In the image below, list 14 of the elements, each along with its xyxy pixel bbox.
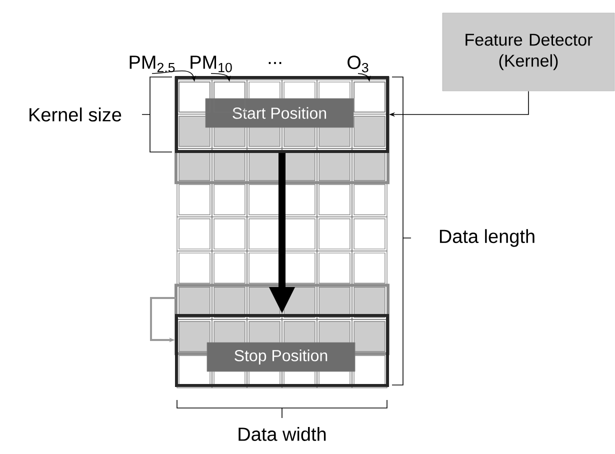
column-label: PM$_{2.5}$ [130, 56, 175, 72]
grid-cell [354, 82, 386, 112]
kernel-window [175, 76, 389, 153]
column-label: PM$_{10}$ [190, 56, 232, 72]
grid-cell [178, 82, 210, 112]
annotation-label: Data length [440, 229, 534, 247]
start-position-label: Start Position [205, 98, 354, 128]
annotation-label: ... [268, 62, 282, 64]
stop-position-label: Stop Position [206, 342, 356, 372]
column-label: O$_{3}$ [348, 56, 368, 72]
annotation-label: Kernel size [30, 108, 122, 122]
annotation-label: Data width [238, 427, 326, 441]
stop-window [175, 314, 389, 387]
feature-detector-box: Feature Detector (Kernel) [442, 12, 615, 92]
